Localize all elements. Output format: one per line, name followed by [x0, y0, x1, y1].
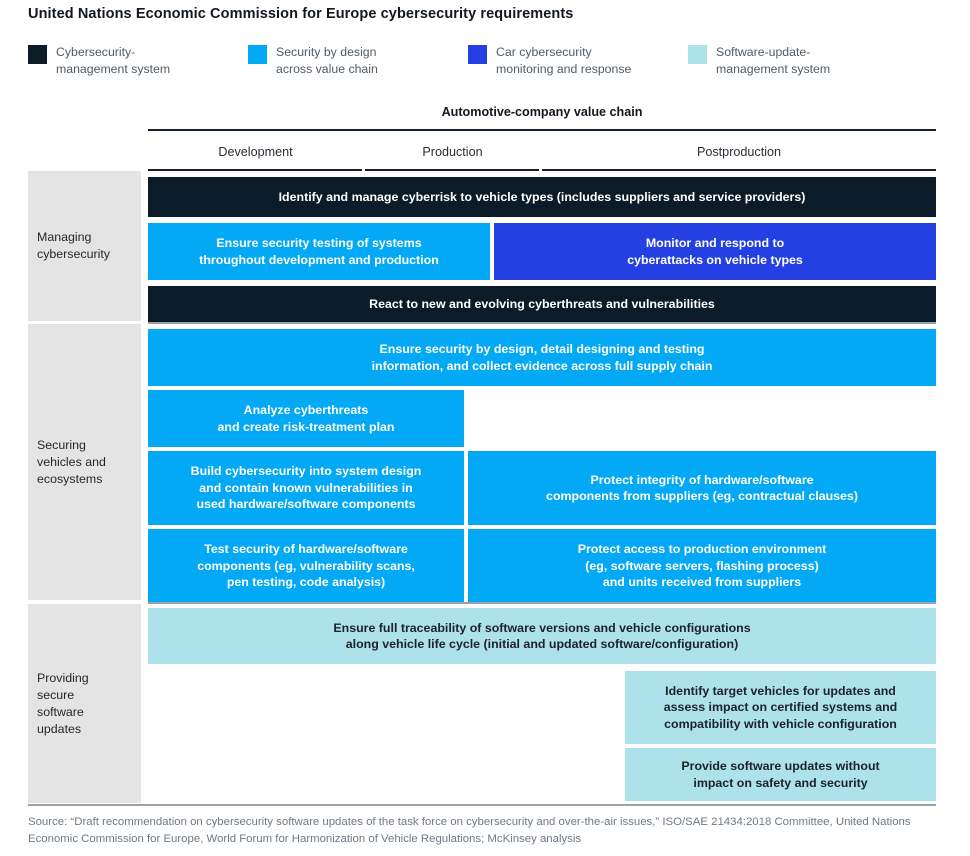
row-label-text: Securing vehicles and ecosystems	[37, 437, 106, 486]
page-title: United Nations Economic Commission for E…	[28, 6, 574, 22]
column-rule-development	[148, 169, 362, 171]
row-label-securing-vehicles-and-ecosystems: Securing vehicles and ecosystems	[28, 324, 141, 600]
row-content-providing-secure-software-updates: Ensure full traceability of software ver…	[148, 604, 936, 803]
legend-swatch-royal-blue-icon	[468, 45, 487, 64]
row-content-securing-vehicles-and-ecosystems: Ensure security by design, detail design…	[148, 324, 936, 603]
matrix-block[interactable]: Provide software updates without impact …	[625, 748, 936, 801]
row-group-divider	[148, 322, 936, 324]
matrix-block[interactable]: Ensure security testing of systems throu…	[148, 223, 490, 280]
legend-label: Security by design across value chain	[276, 45, 378, 76]
legend: Cybersecurity- management system Securit…	[28, 44, 944, 78]
matrix-block[interactable]: Ensure full traceability of software ver…	[148, 608, 936, 664]
matrix-block[interactable]: Analyze cyberthreats and create risk-tre…	[148, 390, 464, 447]
column-rule-postproduction	[542, 169, 936, 171]
value-chain-header: Automotive-company value chain	[441, 105, 643, 119]
matrix-body: Managing cybersecurity Identify and mana…	[28, 171, 936, 803]
row-label-managing-cybersecurity: Managing cybersecurity	[28, 171, 141, 321]
row-label-text: Providing secure software updates	[37, 670, 89, 736]
legend-item-software-update-management-system: Software-update- management system	[688, 44, 888, 78]
row-label-providing-secure-software-updates: Providing secure software updates	[28, 604, 141, 803]
row-group-managing-cybersecurity: Managing cybersecurity Identify and mana…	[28, 171, 936, 323]
legend-swatch-light-blue-icon	[688, 45, 707, 64]
column-header-development: Development	[218, 145, 293, 159]
row-group-providing-secure-software-updates: Providing secure software updates Ensure…	[28, 604, 936, 803]
matrix-block[interactable]: Build cybersecurity into system design a…	[148, 451, 464, 525]
matrix-block[interactable]: Ensure security by design, detail design…	[148, 329, 936, 386]
legend-swatch-cyan-icon	[248, 45, 267, 64]
matrix-block[interactable]: Test security of hardware/software compo…	[148, 529, 464, 603]
legend-item-security-by-design: Security by design across value chain	[248, 44, 448, 78]
matrix-block[interactable]: Monitor and respond to cyberattacks on v…	[494, 223, 936, 280]
row-content-managing-cybersecurity: Identify and manage cyberrisk to vehicle…	[148, 171, 936, 323]
column-rule-production	[365, 169, 539, 171]
matrix-block[interactable]: React to new and evolving cyberthreats a…	[148, 286, 936, 323]
row-label-text: Managing cybersecurity	[37, 230, 110, 261]
legend-item-car-cybersecurity-monitoring: Car cybersecurity monitoring and respons…	[468, 44, 668, 78]
matrix-block[interactable]: Identify and manage cyberrisk to vehicle…	[148, 177, 936, 217]
requirements-matrix: Automotive-company value chain Developme…	[28, 105, 936, 803]
legend-label: Car cybersecurity monitoring and respons…	[496, 45, 632, 76]
value-chain-rule	[148, 129, 936, 131]
column-header-postproduction: Postproduction	[696, 145, 781, 159]
row-group-divider	[148, 602, 936, 604]
source-divider	[28, 804, 936, 806]
column-header-production: Production	[422, 145, 483, 159]
legend-item-cybersecurity-management-system: Cybersecurity- management system	[28, 44, 228, 78]
legend-swatch-dark-navy-icon	[28, 45, 47, 64]
legend-label: Software-update- management system	[716, 45, 831, 76]
source-note: Source: “Draft recommendation on cyberse…	[28, 816, 911, 845]
legend-label: Cybersecurity- management system	[56, 45, 171, 76]
row-group-securing-vehicles-and-ecosystems: Securing vehicles and ecosystems Ensure …	[28, 324, 936, 603]
matrix-block[interactable]: Protect integrity of hardware/software c…	[468, 451, 936, 525]
matrix-block[interactable]: Identify target vehicles for updates and…	[625, 671, 936, 744]
matrix-block[interactable]: Protect access to production environment…	[468, 529, 936, 603]
